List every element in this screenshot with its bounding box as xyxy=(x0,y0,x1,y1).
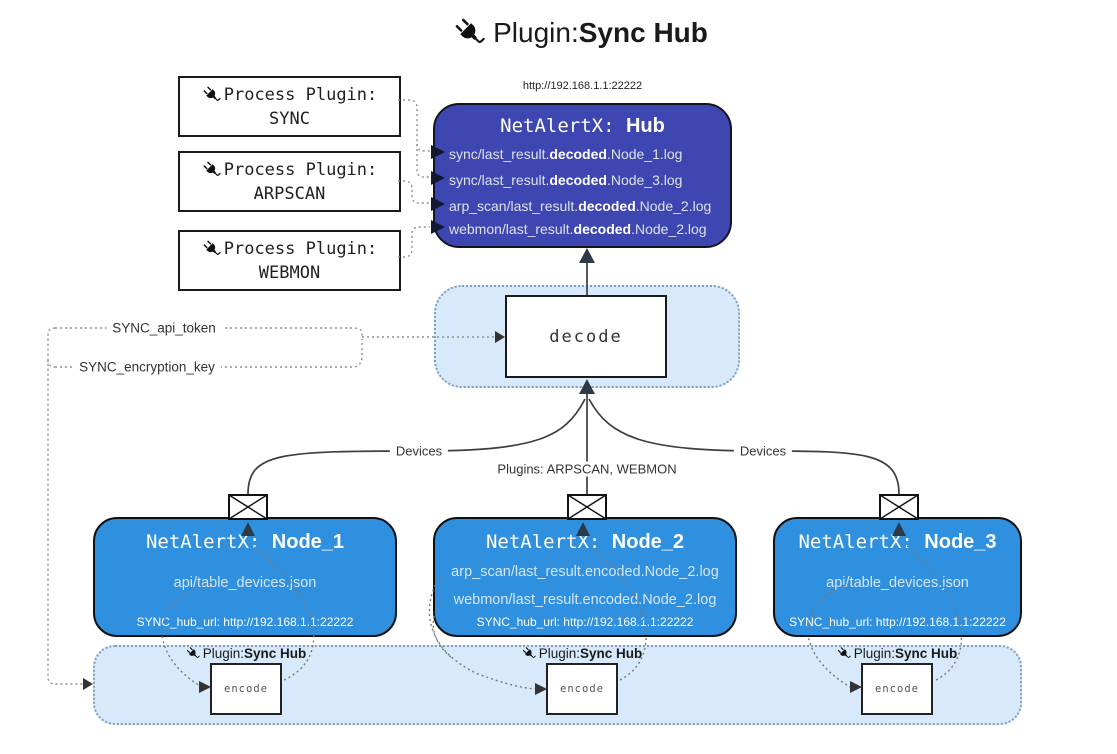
process-plugin-sync: Process Plugin: SYNC xyxy=(178,76,401,137)
sync-api-token-label: SYNC_api_token xyxy=(106,320,222,336)
devices-label-right: Devices xyxy=(733,443,793,459)
encode-box: encode xyxy=(210,663,282,715)
plug-icon xyxy=(837,646,852,661)
hub-title-prefix: NetAlertX: xyxy=(500,115,626,137)
node-file: webmon/last_result.encoded.Node_2.log xyxy=(453,592,717,608)
devices-label-left: Devices xyxy=(389,443,449,459)
process-plugin-label: Process Plugin: xyxy=(223,84,378,105)
hub-log-line: webmon/last_result.decoded.Node_2.log xyxy=(449,221,707,237)
hub-title: NetAlertX: Hub xyxy=(435,115,730,138)
hub-title-name: Hub xyxy=(625,115,665,137)
node-hub-url: SYNC_hub_url: http://192.168.1.1:22222 xyxy=(136,615,354,629)
encoder-plugin-label: Plugin: Sync Hub xyxy=(186,646,306,661)
encode-box: encode xyxy=(546,663,618,715)
node-file: api/table_devices.json xyxy=(173,575,317,591)
plugins-label: Plugins: ARPSCAN, WEBMON xyxy=(491,461,683,477)
plug-icon xyxy=(202,160,222,180)
node-title: NetAlertX: Node_3 xyxy=(798,531,997,553)
envelope-icon xyxy=(228,494,268,520)
process-plugin-label: Process Plugin: xyxy=(223,159,378,180)
process-plugin-name: WEBMON xyxy=(258,262,321,283)
plug-icon xyxy=(522,646,537,661)
envelope-icon xyxy=(567,494,607,520)
plug-icon xyxy=(202,239,222,259)
node-file: arp_scan/last_result.encoded.Node_2.log xyxy=(451,564,719,580)
page-title-name: Sync Hub xyxy=(578,17,708,48)
encoder-plugin-label: Plugin: Sync Hub xyxy=(522,646,642,661)
page-title-prefix: Plugin: xyxy=(493,17,579,48)
node-file: api/table_devices.json xyxy=(826,575,969,591)
hub-box: NetAlertX: Hub sync/last_result.decoded.… xyxy=(433,103,732,248)
plug-icon xyxy=(186,646,201,661)
encoder-plugin-label: Plugin: Sync Hub xyxy=(837,646,957,661)
process-plugin-arpscan: Process Plugin: ARPSCAN xyxy=(178,151,401,212)
plug-icon xyxy=(453,16,487,50)
process-plugin-webmon: Process Plugin: WEBMON xyxy=(178,230,401,291)
hub-url: http://192.168.1.1:22222 xyxy=(522,80,643,92)
encode-box: encode xyxy=(861,663,933,715)
node-title: NetAlertX: Node_2 xyxy=(485,531,685,553)
node-hub-url: SYNC_hub_url: http://192.168.1.1:22222 xyxy=(476,615,694,629)
process-plugin-label: Process Plugin: xyxy=(223,238,378,259)
node-3-box: NetAlertX: Node_3 api/table_devices.json… xyxy=(773,517,1022,637)
sync-encryption-key-label: SYNC_encryption_key xyxy=(73,359,221,375)
node-title: NetAlertX: Node_1 xyxy=(145,531,345,553)
node-2-box: NetAlertX: Node_2 arp_scan/last_result.e… xyxy=(433,517,737,637)
process-plugin-name: ARPSCAN xyxy=(253,183,326,204)
process-plugin-name: SYNC xyxy=(269,108,310,129)
decode-box: decode xyxy=(505,295,667,378)
node-1-box: NetAlertX: Node_1 api/table_devices.json… xyxy=(93,517,397,637)
envelope-icon xyxy=(879,494,919,520)
hub-log-line: sync/last_result.decoded.Node_3.log xyxy=(449,172,683,188)
hub-log-line: arp_scan/last_result.decoded.Node_2.log xyxy=(449,198,712,214)
plug-icon xyxy=(202,85,222,105)
hub-log-line: sync/last_result.decoded.Node_1.log xyxy=(449,146,683,162)
node-hub-url: SYNC_hub_url: http://192.168.1.1:22222 xyxy=(789,615,1006,629)
page-title: Plugin: Sync Hub xyxy=(0,16,1117,50)
